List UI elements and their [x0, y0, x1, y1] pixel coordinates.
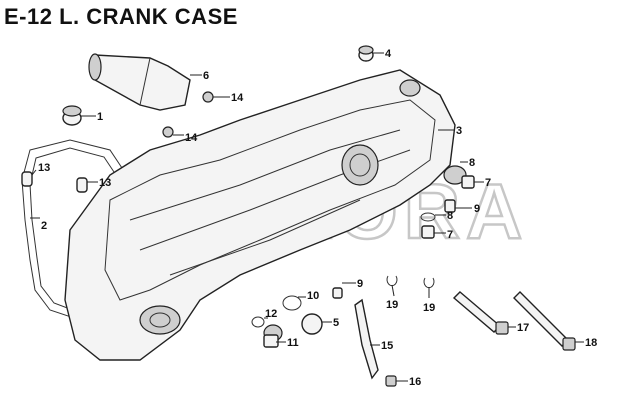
- dowel-pin-parts: [21, 171, 88, 193]
- callout-2: 2: [41, 220, 47, 232]
- plug-seal-parts: [251, 287, 343, 348]
- callout-7b: 7: [447, 229, 453, 241]
- callout-14b: 14: [185, 132, 198, 144]
- bushing-part-4: [358, 45, 374, 62]
- callout-12: 12: [265, 308, 277, 320]
- callout-11: 11: [287, 337, 299, 349]
- callout-13a: 13: [38, 162, 50, 174]
- callout-5: 5: [333, 317, 339, 329]
- drain-plug-parts: [420, 165, 475, 239]
- callout-8a: 8: [469, 157, 475, 169]
- long-bolt-parts: [452, 291, 576, 351]
- bushing-part-1: [62, 105, 82, 126]
- starter-motor-part: [88, 53, 191, 111]
- callout-14a: 14: [231, 92, 244, 104]
- callout-15: 15: [381, 340, 393, 352]
- callout-labels: 1 2 3 4 5 6 7 7 8 8 9 9 10 11 12 13 13 1…: [38, 48, 597, 388]
- callout-6: 6: [203, 70, 209, 82]
- callout-9b: 9: [357, 278, 363, 290]
- circlip-parts: [386, 275, 435, 289]
- callout-17: 17: [517, 322, 529, 334]
- diagram-title: E-12 L. CRANK CASE: [4, 4, 238, 29]
- callout-1: 1: [97, 111, 103, 123]
- crank-case-body: [64, 69, 456, 361]
- callout-7a: 7: [485, 177, 491, 189]
- callout-9a: 9: [474, 203, 480, 215]
- callout-3: 3: [456, 125, 462, 137]
- callout-16: 16: [409, 376, 421, 388]
- leader-lines: [30, 52, 584, 382]
- callout-10: 10: [307, 290, 319, 302]
- callout-18: 18: [585, 337, 597, 349]
- callout-19a: 19: [386, 299, 398, 311]
- callout-13b: 13: [99, 177, 111, 189]
- callout-4: 4: [385, 48, 392, 60]
- callout-8b: 8: [447, 210, 453, 222]
- bracket-part: [354, 298, 397, 387]
- callout-19b: 19: [423, 302, 435, 314]
